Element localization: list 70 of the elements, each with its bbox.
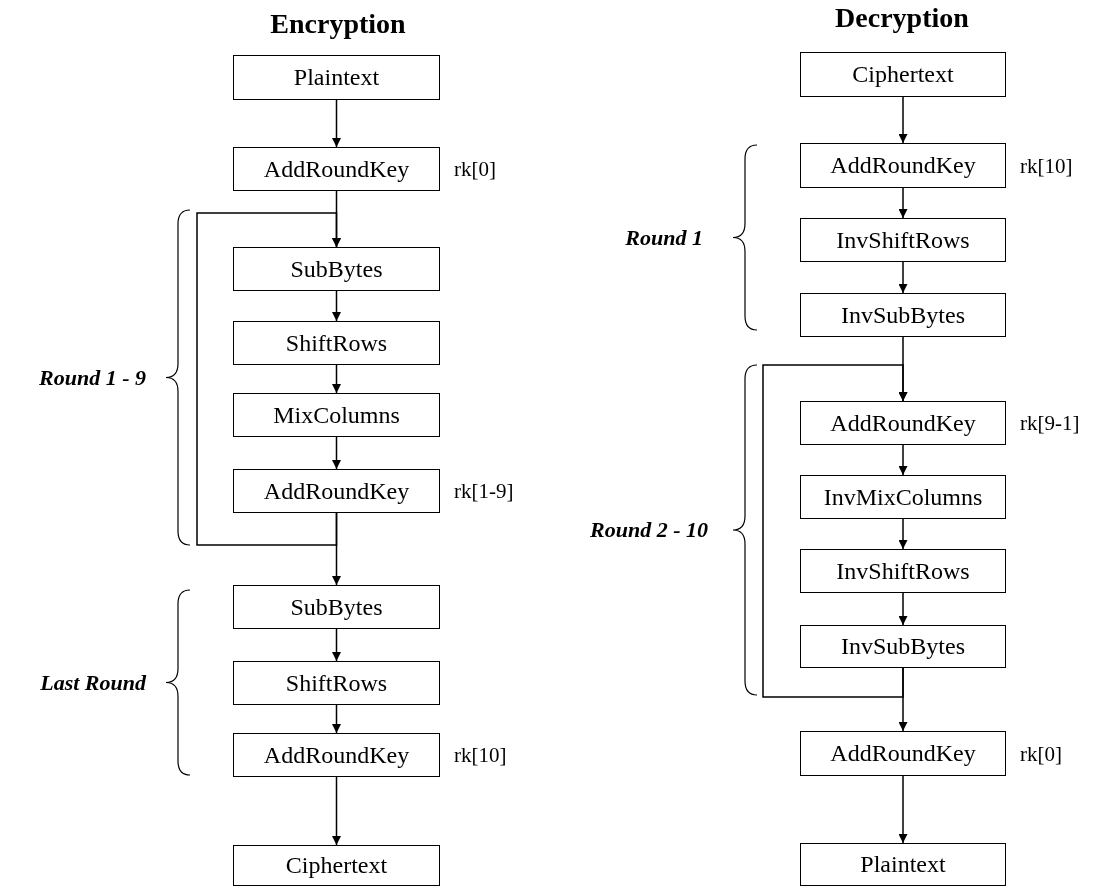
arrow	[898, 96, 908, 144]
process-box	[233, 247, 440, 291]
arrow	[898, 444, 908, 476]
arrow	[898, 187, 908, 219]
box-label: ShiftRows	[285, 329, 388, 357]
process-box	[800, 625, 1006, 668]
process-box	[800, 843, 1006, 886]
box-label: AddRoundKey	[263, 741, 410, 769]
process-box	[800, 143, 1006, 188]
box-label: ShiftRows	[285, 669, 388, 697]
box-label: SubBytes	[290, 593, 383, 621]
arrow	[332, 776, 341, 846]
process-box	[233, 733, 440, 777]
box-label: InvShiftRows	[836, 557, 970, 585]
arrow	[332, 364, 341, 394]
arrow	[898, 518, 908, 550]
box-label: InvShiftRows	[836, 226, 970, 254]
round-key-label: rk[10]	[1020, 153, 1073, 178]
process-box	[800, 293, 1006, 337]
box-label: AddRoundKey	[263, 155, 410, 183]
box-label: MixColumns	[273, 401, 400, 429]
box-label: InvSubBytes	[841, 301, 965, 329]
box-label: AddRoundKey	[830, 152, 976, 179]
arrow	[762, 364, 908, 698]
process-box	[800, 549, 1006, 593]
box-label: SubBytes	[290, 255, 383, 283]
process-box	[233, 393, 440, 437]
arrow	[898, 592, 908, 626]
arrow	[196, 212, 341, 546]
box-label: InvMixColumns	[823, 483, 983, 511]
round-key-label: rk[9-1]	[1020, 410, 1080, 436]
process-box	[233, 147, 440, 191]
arrow	[332, 290, 341, 322]
arrow	[332, 704, 341, 734]
process-box	[800, 475, 1006, 519]
arrow	[898, 667, 908, 732]
arrow	[332, 512, 341, 586]
arrow	[898, 261, 908, 294]
process-box	[233, 585, 440, 629]
round-key-label: rk[0]	[454, 156, 496, 182]
box-label: AddRoundKey	[830, 409, 976, 437]
round-key-label: rk[0]	[1020, 741, 1062, 766]
process-box	[800, 401, 1006, 445]
box-label: Plaintext	[293, 64, 380, 91]
process-box	[233, 469, 440, 513]
box-label: Plaintext	[860, 851, 946, 878]
arrow	[898, 775, 908, 844]
round-label: Last Round	[40, 669, 146, 696]
box-label: Ciphertext	[285, 852, 388, 879]
process-box	[800, 218, 1006, 262]
process-box	[233, 845, 440, 886]
arrow	[332, 99, 341, 148]
process-box	[233, 661, 440, 705]
round-label: Round 1	[625, 224, 703, 251]
box-label: AddRoundKey	[830, 740, 976, 767]
column-heading: Decryption	[835, 2, 969, 34]
box-label: Ciphertext	[852, 61, 954, 88]
process-box	[233, 321, 440, 365]
column-heading: Encryption	[270, 8, 406, 40]
round-key-label: rk[1-9]	[454, 478, 514, 504]
round-key-label: rk[10]	[454, 742, 507, 768]
round-label: Round 2 - 10	[590, 517, 708, 543]
process-box	[800, 52, 1006, 97]
box-label: AddRoundKey	[263, 477, 410, 505]
arrow	[332, 628, 341, 662]
box-label: InvSubBytes	[841, 633, 965, 660]
process-box	[233, 55, 440, 100]
round-label: Round 1 - 9	[39, 364, 146, 391]
arrow	[332, 436, 341, 470]
process-box	[800, 731, 1006, 776]
